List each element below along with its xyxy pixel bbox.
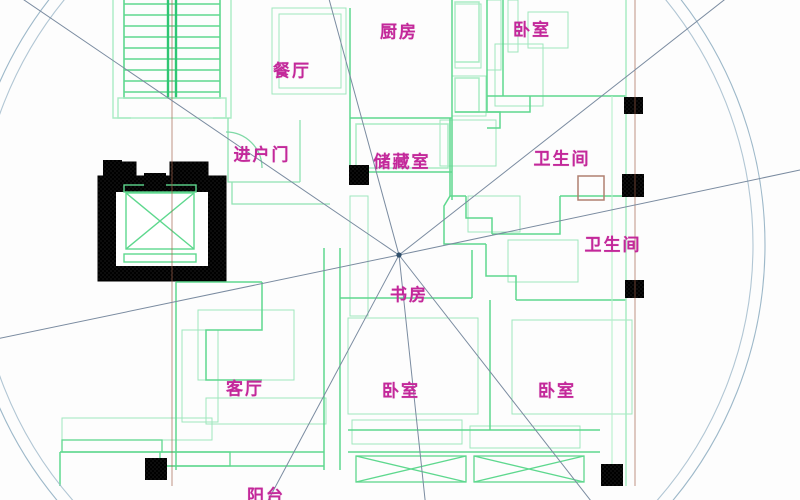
- room-label-entrance-door: 进户门: [233, 145, 291, 166]
- room-label-bedroom-ne: 卧室: [513, 20, 551, 41]
- outer-circle: [0, 0, 766, 500]
- column-storage: [349, 165, 369, 185]
- column-entry-b: [144, 173, 166, 190]
- room-label-bedroom-s: 卧室: [382, 381, 420, 402]
- radial-ne: [398, 0, 725, 256]
- bagua-circles: [0, 0, 766, 500]
- radial-e: [398, 169, 800, 256]
- radial-se: [398, 254, 591, 500]
- column-right-1: [624, 97, 643, 114]
- entrance-corridor: [225, 118, 330, 205]
- radial-sw: [267, 254, 400, 500]
- column-right-3: [625, 280, 644, 298]
- balcony-rails: [61, 439, 585, 483]
- room-label-balcony: 阳台: [247, 486, 285, 500]
- inner-circle: [0, 0, 754, 500]
- radial-n: [328, 0, 400, 256]
- column-right-lo: [601, 464, 623, 486]
- radial-nw: [23, 0, 400, 256]
- structural-columns: [103, 97, 644, 486]
- room-label-study-room: 书房: [390, 285, 428, 306]
- lower-rooms-walls: [59, 248, 600, 486]
- room-label-living-room: 客厅: [226, 379, 264, 400]
- right-wing-walls: [443, 0, 627, 486]
- kitchen-walls: [349, 0, 480, 200]
- column-left-lo: [145, 458, 167, 480]
- room-label-bathroom-2: 卫生间: [584, 235, 642, 256]
- room-label-kitchen: 厨房: [380, 22, 418, 43]
- column-entry-a: [103, 160, 122, 176]
- axis-guide-lines: [171, 0, 636, 486]
- room-label-dining-room: 餐厅: [273, 61, 311, 82]
- room-label-bathroom-1: 卫生间: [533, 149, 591, 170]
- bagua-center-point: [396, 252, 402, 258]
- room-label-storage-room: 储藏室: [373, 152, 431, 173]
- column-right-2: [622, 174, 644, 197]
- radial-s: [398, 254, 426, 500]
- elevator-shaft: [97, 161, 227, 282]
- room-label-bedroom-se: 卧室: [538, 381, 576, 402]
- radial-w: [0, 254, 400, 339]
